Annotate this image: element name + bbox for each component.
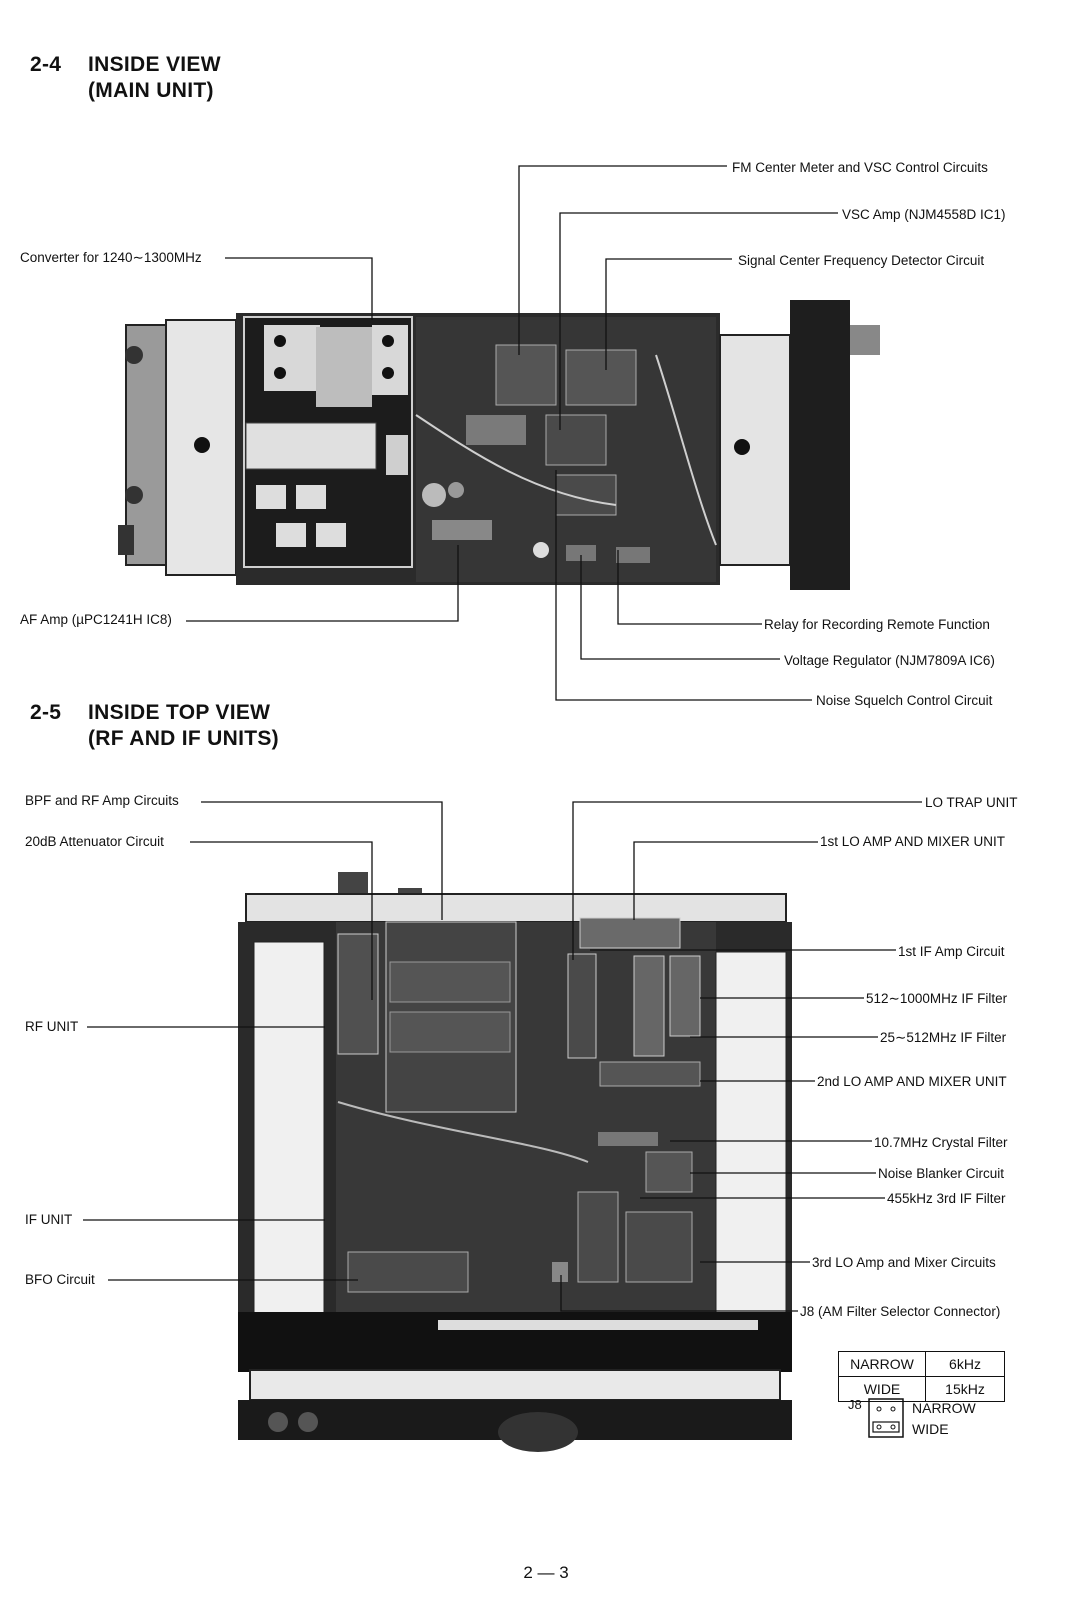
callout-vsc-amp: VSC Amp (NJM4558D IC1) bbox=[842, 207, 1006, 222]
table-cell-bandwidth: 6kHz bbox=[925, 1351, 1005, 1377]
callout-bpf-rf-amp: BPF and RF Amp Circuits bbox=[25, 793, 179, 808]
table-cell-mode: NARROW bbox=[838, 1351, 926, 1377]
section-title-line1: INSIDE VIEW bbox=[88, 53, 221, 76]
j8-wide-label: WIDE bbox=[912, 1421, 949, 1437]
table-cell-bandwidth: 15kHz bbox=[925, 1376, 1005, 1402]
callout-rf-unit: RF UNIT bbox=[25, 1019, 79, 1034]
callout-relay: Relay for Recording Remote Function bbox=[764, 617, 990, 632]
section-heading-main-unit: 2-4 INSIDE VIEW (MAIN UNIT) bbox=[30, 52, 221, 104]
callout-if-unit: IF UNIT bbox=[25, 1212, 73, 1227]
callout-af-amp: AF Amp (µPC1241H IC8) bbox=[20, 612, 172, 627]
section-number: 2-5 bbox=[30, 701, 62, 724]
section-title-line2: (RF AND IF UNITS) bbox=[88, 727, 279, 750]
callout-noise-squelch: Noise Squelch Control Circuit bbox=[816, 693, 993, 708]
callout-attenuator: 20dB Attenuator Circuit bbox=[25, 834, 164, 849]
callout-fm-center-meter: FM Center Meter and VSC Control Circuits bbox=[732, 160, 988, 175]
callout-1st-lo-amp: 1st LO AMP AND MIXER UNIT bbox=[820, 834, 1006, 849]
j8-jumper-icon bbox=[868, 1398, 904, 1438]
section-heading-top-view: 2-5 INSIDE TOP VIEW (RF AND IF UNITS) bbox=[30, 700, 279, 752]
callout-signal-center: Signal Center Frequency Detector Circuit bbox=[738, 253, 985, 268]
callout-1st-if-amp: 1st IF Amp Circuit bbox=[898, 944, 1005, 959]
callout-crystal-filter: 10.7MHz Crystal Filter bbox=[874, 1135, 1008, 1150]
section-title-line2: (MAIN UNIT) bbox=[88, 79, 214, 102]
j8-label: J8 bbox=[848, 1397, 862, 1412]
callout-lo-trap: LO TRAP UNIT bbox=[925, 795, 1018, 810]
section-number: 2-4 bbox=[30, 53, 62, 76]
callout-455-filter: 455kHz 3rd IF Filter bbox=[887, 1191, 1006, 1206]
table-row: NARROW 6kHz bbox=[838, 1351, 1005, 1377]
table-cell-mode: WIDE bbox=[838, 1376, 926, 1402]
callout-512-filter: 512∼1000MHz IF Filter bbox=[866, 991, 1008, 1006]
callout-noise-blanker: Noise Blanker Circuit bbox=[878, 1166, 1005, 1181]
callout-voltage-regulator: Voltage Regulator (NJM7809A IC6) bbox=[784, 653, 995, 668]
callout-converter: Converter for 1240∼1300MHz bbox=[20, 250, 202, 265]
j8-narrow-label: NARROW bbox=[912, 1400, 976, 1416]
j8-filter-table: NARROW 6kHz WIDE 15kHz bbox=[838, 1351, 1005, 1402]
page-number: 2 — 3 bbox=[523, 1563, 569, 1582]
top-view-photo bbox=[238, 862, 792, 1458]
callout-25-filter: 25∼512MHz IF Filter bbox=[880, 1030, 1007, 1045]
main-unit-photo bbox=[116, 295, 902, 593]
callout-2nd-lo-amp: 2nd LO AMP AND MIXER UNIT bbox=[817, 1074, 1007, 1089]
callout-3rd-lo-amp: 3rd LO Amp and Mixer Circuits bbox=[812, 1255, 996, 1270]
table-row: WIDE 15kHz bbox=[838, 1376, 1005, 1402]
section-title-line1: INSIDE TOP VIEW bbox=[88, 701, 271, 724]
callout-j8-connector: J8 (AM Filter Selector Connector) bbox=[800, 1304, 1001, 1319]
callout-bfo: BFO Circuit bbox=[25, 1272, 95, 1287]
